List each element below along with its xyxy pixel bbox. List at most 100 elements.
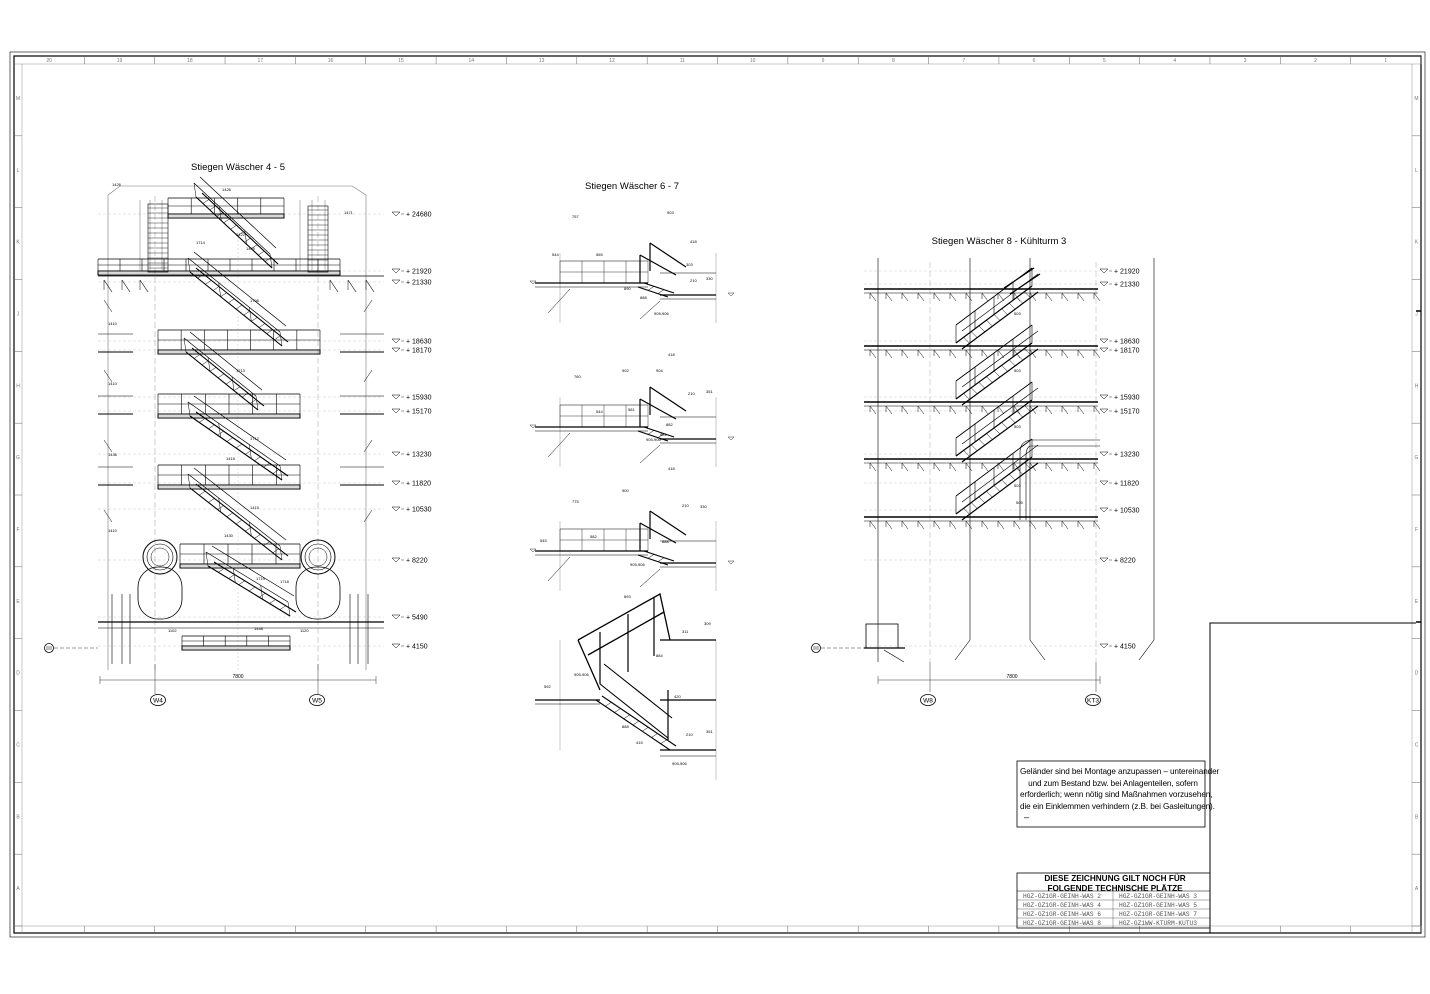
rail-post [249,307,252,322]
dimension-value: 888 [622,724,629,729]
stair-tread [605,702,612,707]
dimension-value: 1714 [196,240,206,245]
stair-tread [1016,297,1023,304]
stair-tread [209,367,217,372]
level-triangle [391,394,401,400]
stair-tread [1001,365,1008,372]
overall-dimension: 7800 [232,674,243,680]
stair-tread [249,399,257,404]
stair-tread [235,443,243,449]
level-triangle [1099,268,1109,274]
level-label: + 24680 [406,212,432,219]
axis-bubble [1085,694,1101,706]
rail-post [218,423,221,438]
dimension-value: 544 [552,252,559,257]
support-bracket [981,349,989,359]
stair-stringer [637,286,669,298]
support-strut [547,432,571,458]
support-bracket [365,279,375,293]
stair-tread [963,450,970,457]
stair-stringer [195,196,273,269]
dimension-value: 210 [682,503,689,508]
stair-handrail [193,251,287,327]
frame-column-number: 9 [822,58,825,64]
new-handrail [639,522,677,544]
dimension-value: 418 [668,466,675,471]
axis-bubble [920,694,936,706]
dimension-value: 905-906 [630,562,645,567]
support-bracket [1093,349,1101,359]
stair-tread [1024,291,1031,298]
support-strut [639,444,661,464]
stair-stringer [185,351,259,411]
stair-tread [241,392,249,398]
level-triangle [391,268,401,274]
dimension-value: 581 [628,407,635,412]
level-triangle [391,211,401,217]
gas-pipe [1019,439,1100,520]
level-triangle [1099,338,1109,344]
rail-post [279,465,283,481]
dimension-value: 565 [596,252,603,257]
frame-grid-ticks [14,56,1422,933]
stair-tread [993,314,1001,321]
stair-tread [274,335,281,341]
level-triangle [391,451,401,457]
dimension-value: 1471 [344,210,354,215]
support-bracket [949,292,957,302]
dimension-value: 1718 [280,579,290,584]
dimension-value: 544 [596,409,603,414]
stair-tread [193,354,201,359]
dimension-value: 1713 [236,368,246,373]
stair-tread [197,273,204,279]
stair-handrail [961,444,1039,503]
frame-row-letter: C [16,742,20,748]
dimension-value: 1449 [246,246,256,251]
support-bracket [901,462,909,472]
pipe-nozzle [304,543,332,571]
stair-handrail [187,473,281,547]
dimension-value: 210 [688,391,695,396]
frame-column-number: 11 [680,58,685,64]
dimension-value: 1410 [108,321,118,326]
frame-column-number: 14 [468,58,474,64]
stair-tread [986,320,993,327]
support-bracket [869,292,877,302]
frame-row-letter: E [16,599,20,605]
support-bracket [1045,292,1053,302]
support-strut [639,568,661,588]
dimension-value: 210 [690,278,697,283]
level-triangle [391,614,401,620]
stair-stringer [643,426,675,438]
stair-stringer [643,550,675,562]
dimension-value: 351 [706,389,713,394]
support-bracket [103,369,113,383]
dimension-value: 503 [1014,424,1021,429]
new-handrail [649,510,687,536]
level-triangle [1099,408,1109,414]
dimension-value: 888 [640,295,647,300]
frame-column-number: 3 [1244,58,1247,64]
support-bracket [933,520,941,530]
pipe-nozzle [150,547,170,567]
dimension-value: 330 [706,276,713,281]
frame-row-letter: D [16,671,20,677]
support-bracket [1013,462,1021,472]
dimension-value: 1415 [250,505,260,510]
ladder [307,205,329,273]
stair-handrail [211,545,295,597]
stair-stringer [191,347,265,407]
rail-post [218,282,221,297]
level-label: + 11820 [406,481,431,488]
place-cell: HGZ-GZ1WW-KTURM-KUTU3 [1119,920,1197,927]
stair-tread [632,720,640,726]
level-triangle [1099,281,1109,287]
support-bracket [363,439,373,453]
stair-tread [971,502,978,509]
level-triangle [391,557,401,563]
frame-row-letter: K [16,240,20,246]
axis-label: KT3 [1087,697,1099,704]
dimension-value: 903 [667,210,674,215]
level-triangle [1099,480,1109,486]
